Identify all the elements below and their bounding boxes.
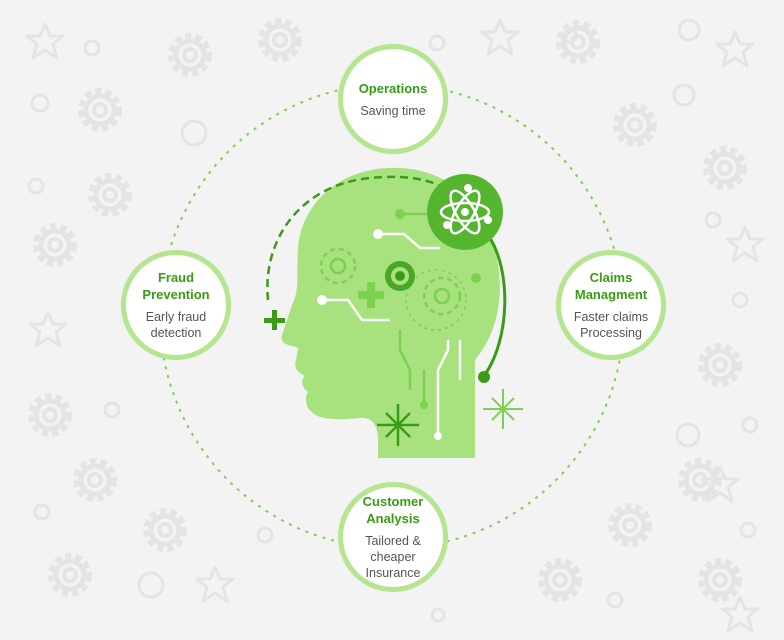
node-fraud-desc-line2: detection [150, 326, 202, 340]
node-fraud-title-line2: Prevention [142, 287, 210, 302]
node-customer-desc-line3: Insurance [365, 566, 421, 580]
node-claims-title: Claims Managment [575, 269, 647, 303]
node-customer-analysis: Customer Analysis Tailored & cheaper Ins… [338, 482, 448, 592]
node-claims-management: Claims Managment Faster claims Processin… [556, 250, 666, 360]
gear-icon [319, 247, 467, 331]
plus-icon [264, 310, 285, 330]
connector-line [482, 234, 507, 377]
node-customer-title-line2: Analysis [366, 511, 420, 526]
node-fraud-title: Fraud Prevention [142, 269, 209, 303]
node-claims-desc: Faster claims Processing [574, 309, 648, 341]
node-operations-title: Operations [358, 80, 428, 96]
node-fraud-desc: Early fraud detection [146, 309, 206, 341]
node-claims-title-line1: Claims [589, 270, 633, 285]
node-customer-desc-line1: Tailored & [365, 534, 421, 548]
atom-icon [427, 174, 503, 250]
plus-icon [358, 282, 384, 308]
head-arc [266, 175, 441, 301]
node-operations: Operations Saving time [338, 44, 448, 154]
circuit-lines [322, 232, 462, 436]
node-customer-desc-line2: cheaper [370, 550, 416, 564]
gear-icon [385, 261, 415, 291]
node-fraud-title-line1: Fraud [157, 270, 195, 285]
node-fraud-desc-line1: Early fraud [145, 310, 207, 324]
node-claims-desc-line2: Processing [580, 326, 642, 340]
background-pattern [25, 20, 765, 633]
node-claims-title-line2: Managment [574, 287, 648, 302]
node-operations-desc: Saving time [360, 103, 426, 118]
node-customer-title-line1: Customer [362, 494, 424, 509]
node-claims-desc-line1: Faster claims [573, 310, 649, 324]
node-fraud-prevention: Fraud Prevention Early fraud detection [121, 250, 231, 360]
node-customer-title: Customer Analysis [363, 493, 424, 527]
sparkle-icon [377, 404, 419, 446]
node-customer-desc: Tailored & cheaper Insurance [365, 533, 421, 581]
sparkle-icon [483, 389, 523, 429]
